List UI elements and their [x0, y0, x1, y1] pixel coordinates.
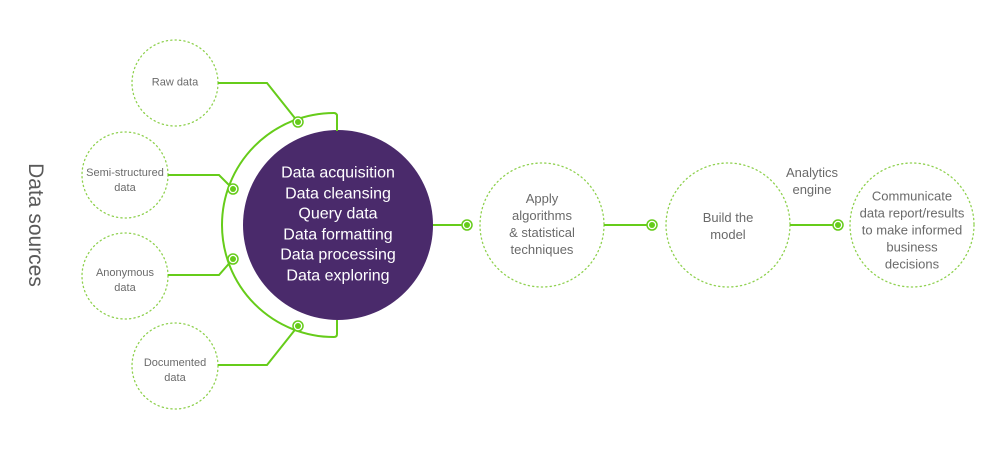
- center-item: Data formatting: [283, 226, 393, 243]
- step-label-line: data report/results: [859, 205, 965, 221]
- source-label-line: data: [114, 282, 136, 294]
- step-label-line: Communicate: [871, 188, 953, 204]
- connector-anon: [168, 258, 234, 276]
- step-label-line: Build the: [702, 210, 754, 225]
- connector-semi: [168, 174, 234, 190]
- source-label-line: Semi-structured: [86, 167, 164, 179]
- source-label-line: Documented: [143, 357, 207, 369]
- center-item: Data acquisition: [281, 164, 395, 182]
- center-item: Data cleansing: [285, 185, 391, 202]
- node-dot-communicate: [832, 219, 844, 231]
- outer-arc: [221, 111, 338, 339]
- node-dot-doc: [292, 320, 304, 332]
- step-label-line: algorithms: [512, 208, 572, 223]
- step-label-line: decisions: [884, 256, 940, 272]
- analytics-engine-line: Analytics: [785, 165, 839, 180]
- connector-doc: [218, 325, 299, 366]
- step-circle-communicate: [849, 162, 975, 288]
- step-label-line: model: [710, 227, 746, 242]
- source-label-line: Anonymous: [95, 267, 155, 279]
- node-dot-semi: [227, 183, 239, 195]
- node-dot-build: [646, 219, 658, 231]
- node-dots: [227, 116, 844, 332]
- analytics-engine-label: Analytics engine: [786, 164, 838, 198]
- center-process-list: Data acquisition Data cleansing Query da…: [280, 164, 396, 287]
- step-label-apply: Apply algorithms & statistical technique…: [509, 190, 575, 258]
- source-label-line: data: [164, 372, 186, 384]
- analytics-engine-line: engine: [792, 182, 832, 197]
- center-circle: [243, 130, 433, 320]
- step-label-line: business: [886, 239, 938, 255]
- step-label-line: & statistical: [509, 225, 575, 240]
- node-dot-anon: [227, 253, 239, 265]
- step-label-line: to make informed: [861, 222, 963, 238]
- source-label-anon: Anonymous data: [96, 266, 154, 296]
- step-label-line: techniques: [510, 242, 574, 257]
- step-label-communicate: Communicate data report/results to make …: [860, 188, 965, 273]
- node-dot-apply: [461, 219, 473, 231]
- source-label-raw: Raw data: [152, 76, 198, 91]
- source-label-semi: Semi-structured data: [86, 166, 164, 196]
- source-label-doc: Documented data: [144, 356, 206, 386]
- center-item: Data exploring: [286, 267, 390, 284]
- node-dot-raw: [292, 116, 304, 128]
- data-sources-label: Data sources: [24, 163, 47, 287]
- connector-raw: [218, 82, 299, 123]
- source-label-line: data: [114, 182, 136, 194]
- source-label-line: Raw data: [151, 76, 199, 89]
- step-label-build: Build the model: [703, 209, 754, 243]
- step-label-line: Apply: [525, 191, 559, 206]
- center-item: Query data: [298, 205, 378, 223]
- center-item: Data processing: [280, 246, 396, 264]
